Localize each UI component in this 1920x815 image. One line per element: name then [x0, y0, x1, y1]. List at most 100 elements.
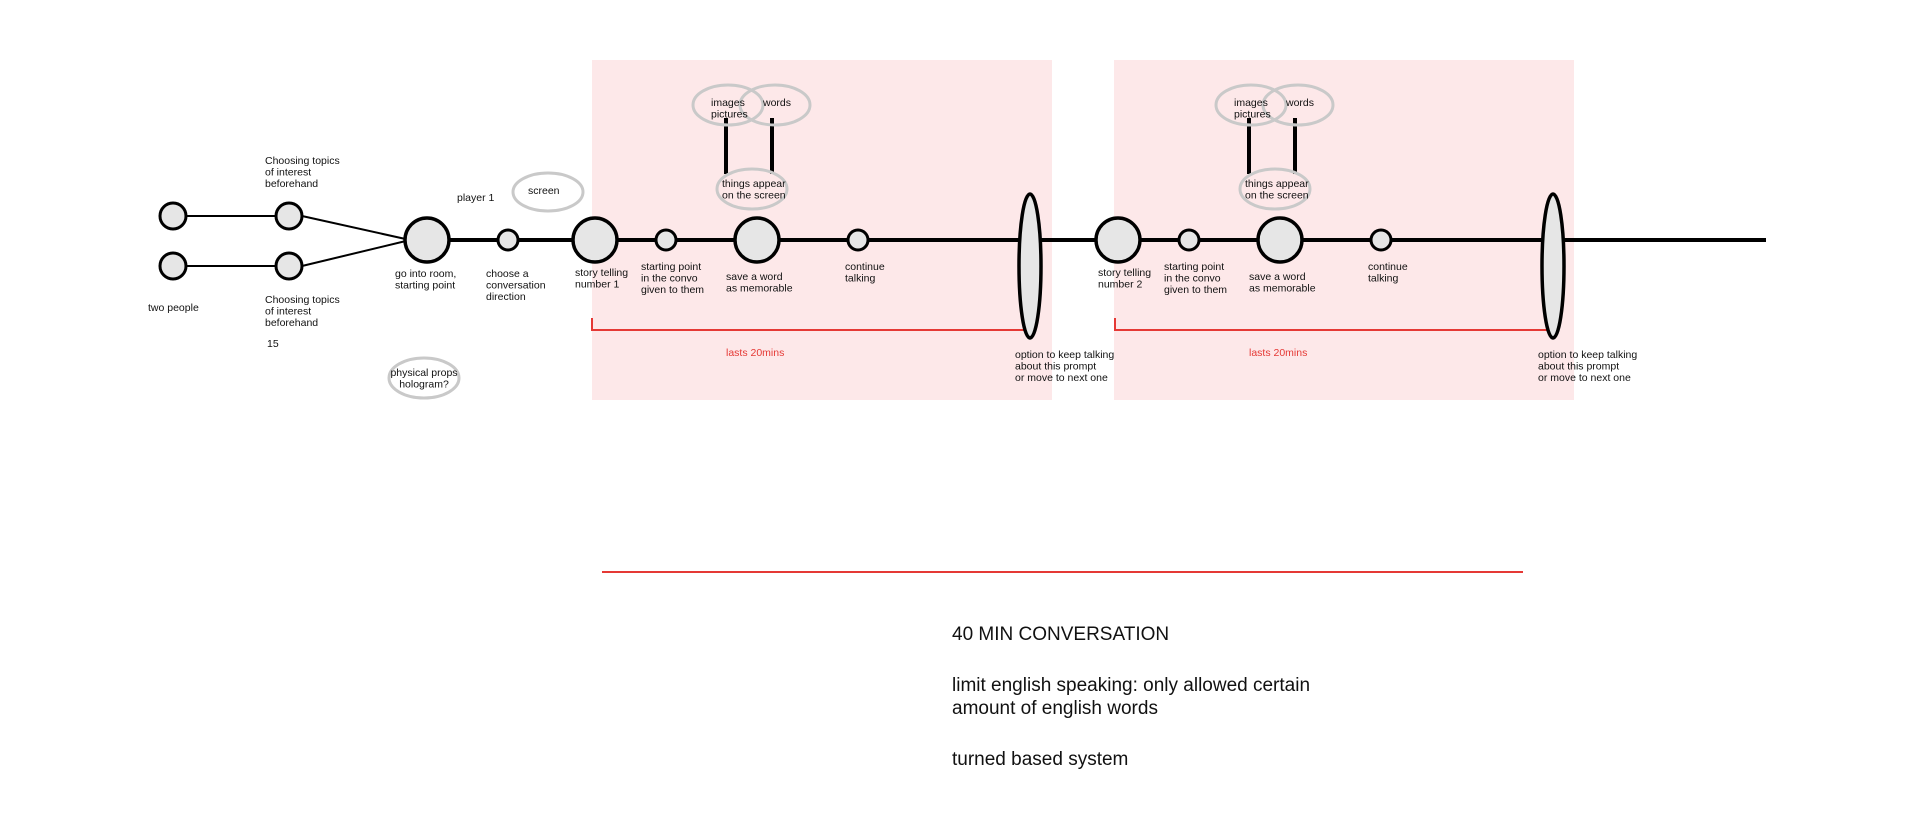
direction-node — [496, 228, 520, 252]
s2-starting-label-line: given to them — [1164, 284, 1227, 296]
start-node — [403, 216, 451, 264]
fifteen-label-line: 15 — [267, 338, 279, 350]
s1-story-node — [571, 216, 619, 264]
topics-bottom-label-line: Choosing topics — [265, 294, 340, 306]
s2-images-label-line: images — [1234, 97, 1268, 109]
s1-option-label-line: or move to next one — [1015, 372, 1108, 384]
section-2-background — [1114, 60, 1574, 400]
s1-save-label-line: as memorable — [726, 283, 793, 295]
physical-props-label-line: hologram? — [399, 379, 449, 391]
s2-images-ellipse — [1214, 83, 1288, 127]
notes-block: 40 MIN CONVERSATION limit english speaki… — [952, 623, 1512, 799]
screen-label: screen — [528, 185, 560, 197]
topics-top-label-line: of interest — [265, 167, 311, 179]
s1-continue-node — [846, 228, 870, 252]
s1-words-label-line: words — [762, 97, 791, 109]
choose-direction-label-line: choose a — [486, 268, 529, 280]
notes-limit: limit english speaking: only allowed cer… — [952, 675, 1311, 719]
props-ellipse — [387, 356, 461, 400]
screen-ellipse — [511, 171, 585, 213]
choose-direction-label-line: direction — [486, 291, 526, 303]
topics-bottom-label-line: beforehand — [265, 317, 318, 329]
two-people-label-line: two people — [148, 302, 199, 314]
s2-continue-node — [1369, 228, 1393, 252]
go-into-room-label-line: go into room, — [395, 268, 456, 280]
person-node-1 — [158, 201, 188, 231]
s2-story-node — [1094, 216, 1142, 264]
s2-words-ellipse — [1261, 83, 1335, 127]
s2-continue-label-line: continue — [1368, 261, 1408, 273]
topics-top-label-line: Choosing topics — [265, 155, 340, 167]
choose-direction-label-line: conversation — [486, 280, 546, 292]
go-into-room-label: go into room,starting point — [395, 268, 456, 292]
s1-lasts-label: lasts 20mins — [726, 347, 784, 359]
s2-save-label-line: as memorable — [1249, 283, 1316, 295]
s1-starting-label-line: starting point — [641, 261, 701, 273]
s1-save-node — [733, 216, 781, 264]
fifteen-label: 15 — [267, 338, 279, 350]
s2-images-label-line: pictures — [1234, 109, 1271, 121]
s1-continue-label-line: talking — [845, 273, 876, 285]
s1-words-ellipse — [738, 83, 812, 127]
merge-line-top — [301, 215, 411, 241]
s2-things-label-line: things appear — [1245, 178, 1309, 190]
s1-duration-bracket — [591, 318, 1031, 331]
s2-words-label: words — [1285, 97, 1314, 109]
notes-heading: 40 MIN CONVERSATION — [952, 624, 1170, 645]
s1-story-label-line: number 1 — [575, 279, 620, 291]
s2-option-label-line: or move to next one — [1538, 372, 1631, 384]
topic-node-1 — [274, 201, 304, 231]
s2-continue-label-line: talking — [1368, 273, 1399, 285]
s1-words-label: words — [762, 97, 791, 109]
player1-label: player 1 — [457, 192, 495, 204]
s2-things-label-line: on the screen — [1245, 190, 1309, 202]
s2-things-ellipse — [1238, 167, 1312, 211]
topics-top-label-line: beforehand — [265, 178, 318, 190]
s2-save-node — [1256, 216, 1304, 264]
s1-things-label-line: on the screen — [722, 190, 786, 202]
s1-things-ellipse — [715, 167, 789, 211]
screen-label-line: screen — [528, 185, 560, 197]
s2-story-label-line: number 2 — [1098, 279, 1143, 291]
physical-props-label-line: physical props — [390, 367, 457, 379]
s1-story-label-line: story telling — [575, 267, 628, 279]
s2-starting-label-line: starting point — [1164, 261, 1224, 273]
s1-starting-label-line: in the convo — [641, 273, 698, 285]
s2-starting-node — [1177, 228, 1201, 252]
s2-lasts-label: lasts 20mins — [1249, 347, 1307, 359]
merge-line-bottom — [301, 239, 411, 267]
two-people-label: two people — [148, 302, 199, 314]
s2-option-label-line: about this prompt — [1538, 361, 1619, 373]
s1-lasts-label-line: lasts 20mins — [726, 347, 784, 359]
s2-decision-node — [1540, 192, 1566, 340]
s2-words-label-line: words — [1285, 97, 1314, 109]
s2-lasts-label-line: lasts 20mins — [1249, 347, 1307, 359]
s1-save-label-line: save a word — [726, 271, 783, 283]
go-into-room-label-line: starting point — [395, 280, 455, 292]
s1-continue-label-line: continue — [845, 261, 885, 273]
s1-starting-node — [654, 228, 678, 252]
notes-turn: turned based system — [952, 749, 1129, 770]
s2-save-label-line: save a word — [1249, 271, 1306, 283]
s2-story-label-line: story telling — [1098, 267, 1151, 279]
s1-decision-node — [1017, 192, 1043, 340]
s1-things-label-line: things appear — [722, 178, 786, 190]
topics-bottom-label-line: of interest — [265, 306, 311, 318]
